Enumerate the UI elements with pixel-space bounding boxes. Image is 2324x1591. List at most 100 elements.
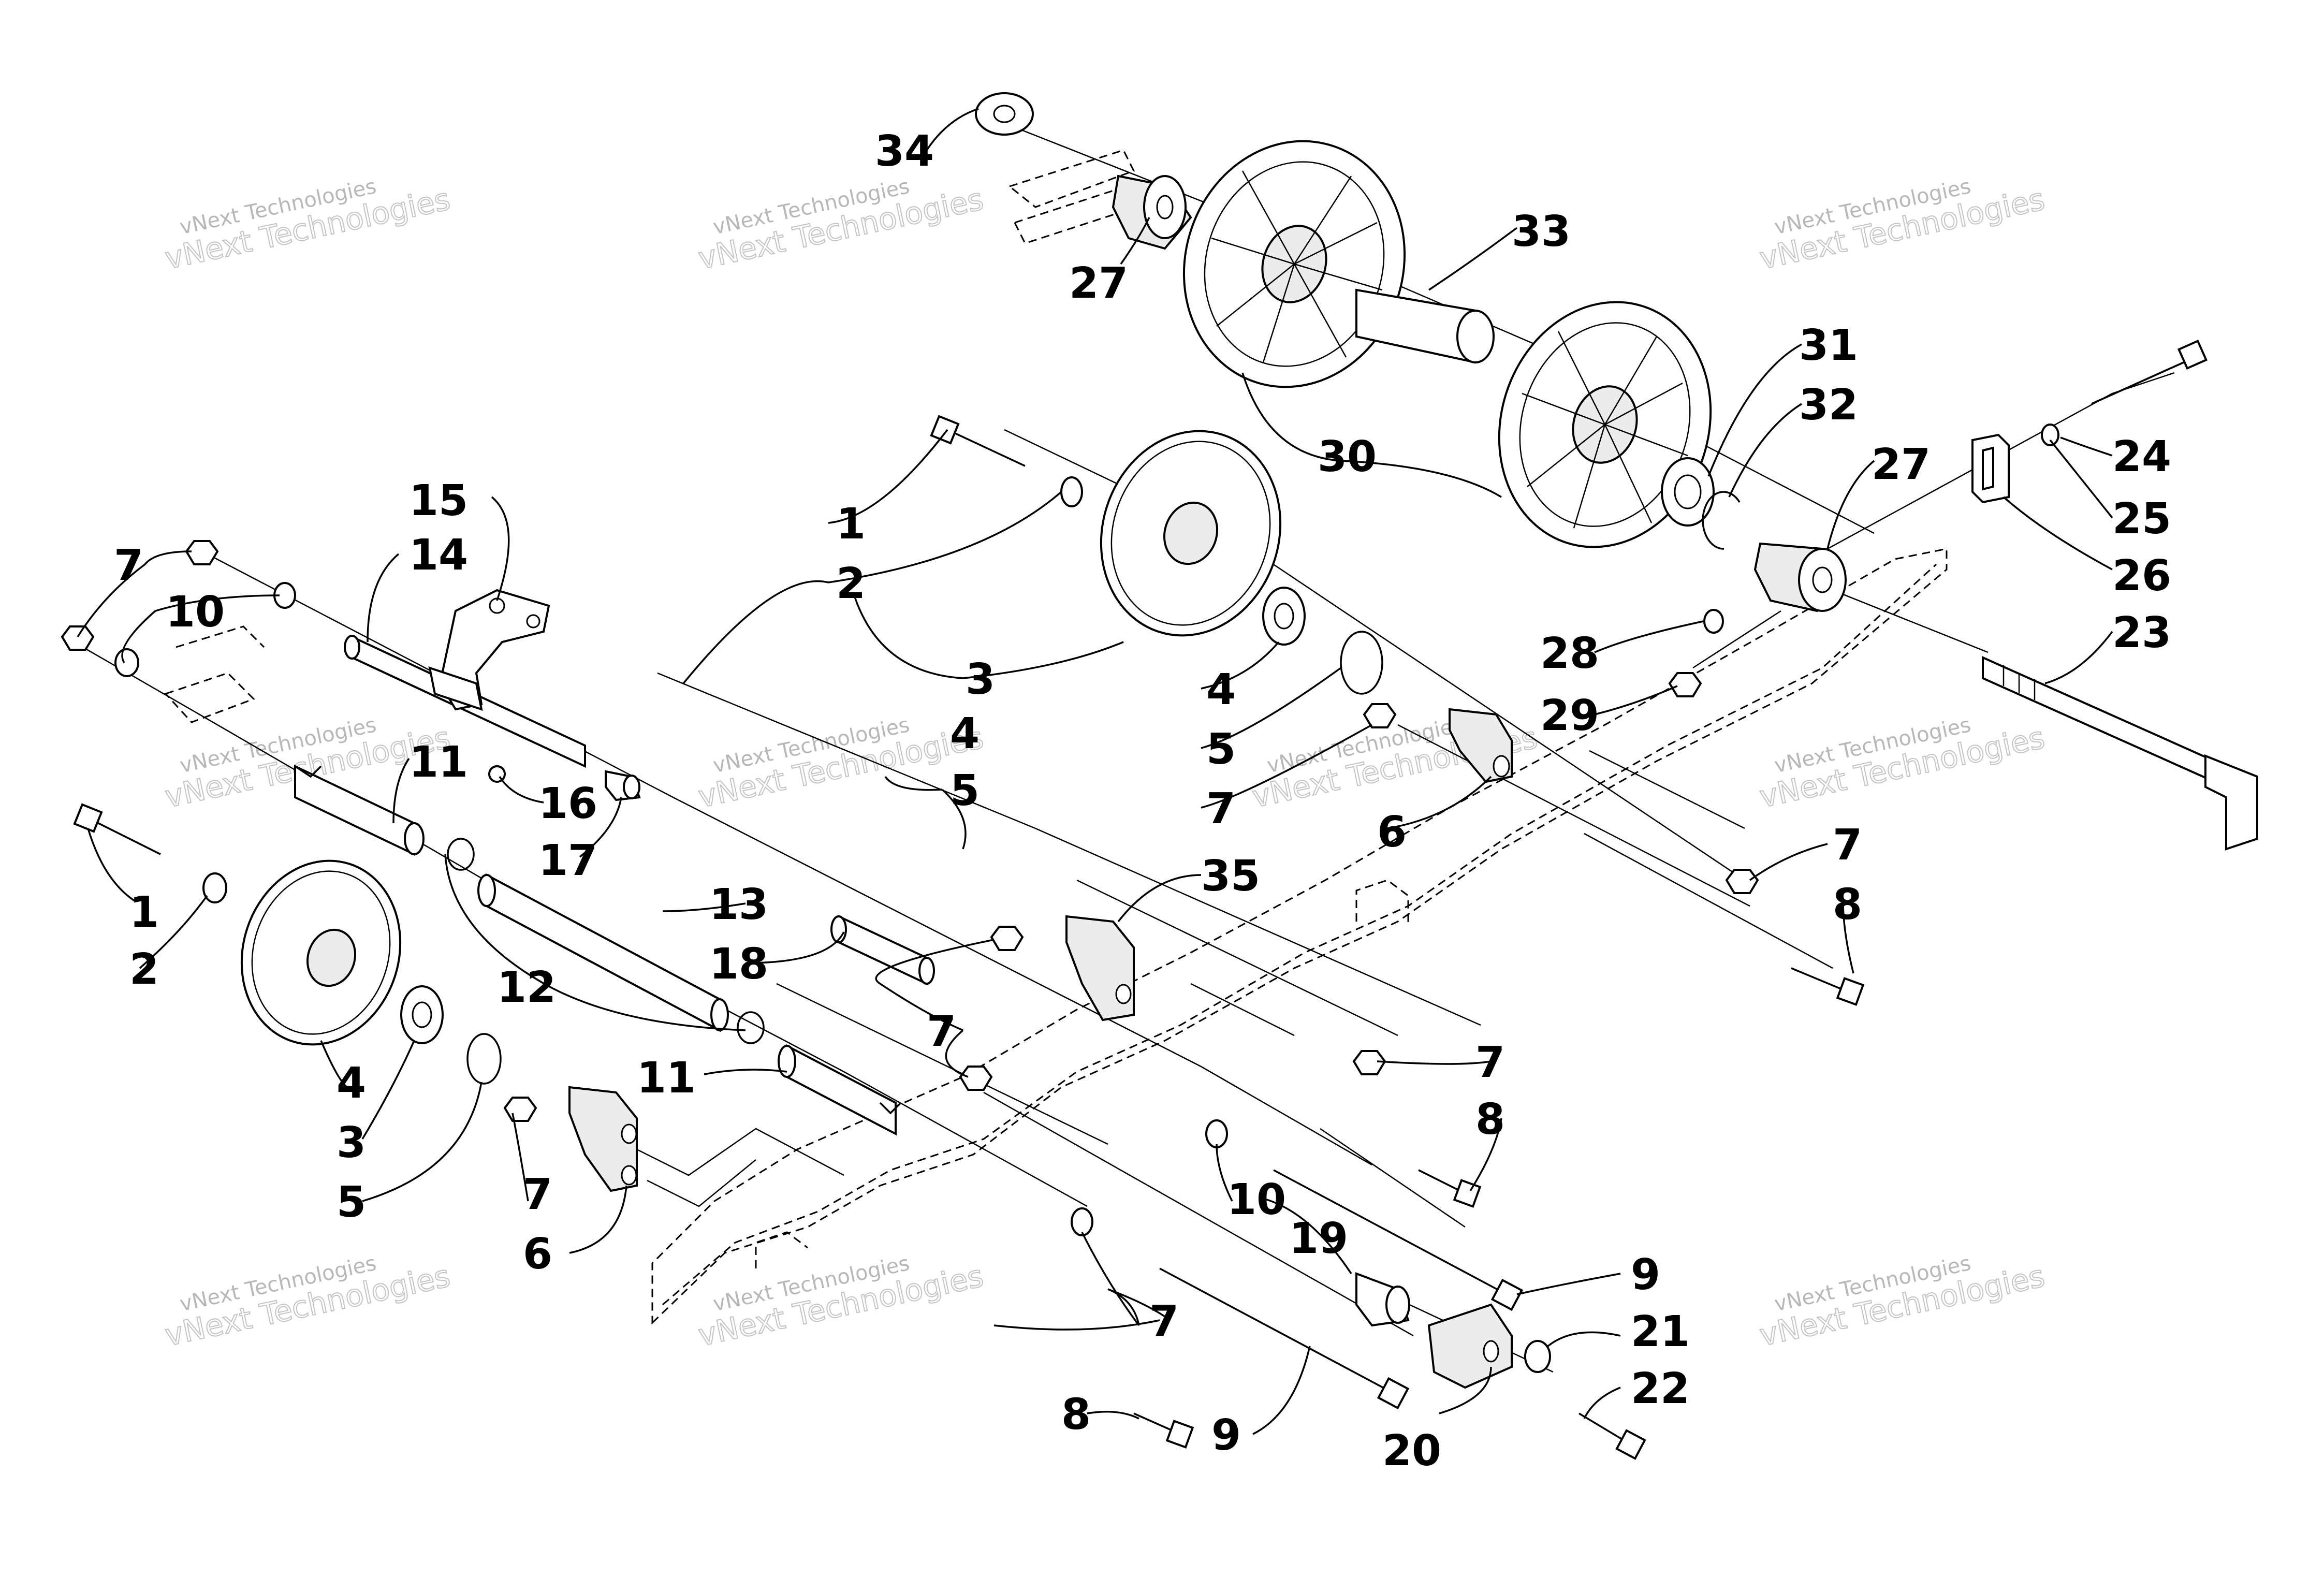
part-27-hub	[1753, 542, 1847, 612]
part-20-block	[1427, 1303, 1513, 1389]
callout-5: 5	[950, 766, 980, 815]
part-7-nut	[1352, 1050, 1386, 1075]
part-24-bolt	[2091, 339, 2208, 405]
parts	[61, 92, 2258, 1460]
callout-3: 3	[966, 655, 995, 704]
part-2-washer-lower	[202, 872, 227, 903]
part-7-nut	[959, 1065, 993, 1091]
part-8-bolt	[1791, 967, 1865, 1006]
part-30-idler-wheel	[1498, 301, 1712, 548]
part-7-nut	[1363, 703, 1397, 728]
part-7-nut	[61, 625, 95, 651]
watermark: vNext Technologies vNext Technologies	[1756, 713, 2048, 815]
part-1-bolt-lower	[73, 803, 161, 855]
callout-14: 14	[409, 531, 468, 580]
part-11-tube-lower	[778, 1044, 902, 1136]
callout-31: 31	[1799, 321, 1858, 370]
part-11-tube-upper	[294, 764, 425, 856]
part-3-wheel-upper	[1100, 430, 1282, 637]
callout-34: 34	[875, 127, 934, 176]
part-5-ring-lower	[466, 1033, 502, 1085]
part-25-washer	[2041, 424, 2059, 446]
part-6-bracket-lower	[568, 1086, 638, 1192]
part-17-bushing	[605, 770, 641, 801]
callout-9: 9	[1211, 1411, 1241, 1460]
part-19-bushing	[1355, 1272, 1410, 1327]
callout-12: 12	[497, 963, 556, 1012]
part-32-snap-ring	[1702, 491, 1741, 550]
leader-lines	[77, 108, 2113, 1435]
callout-13: 13	[709, 880, 768, 929]
callout-5: 5	[337, 1178, 366, 1227]
callout-30: 30	[1318, 432, 1377, 481]
callout-24: 24	[2112, 432, 2171, 481]
callout-2: 2	[836, 559, 866, 608]
callout-29: 29	[1540, 691, 1599, 740]
watermark: vNext Technologies vNext Technologies	[1756, 174, 2048, 276]
callout-11: 11	[409, 738, 468, 787]
callout-3: 3	[337, 1118, 366, 1167]
callout-26: 26	[2112, 551, 2171, 601]
part-5-ring-upper	[1340, 631, 1383, 695]
part-4-bearing-lower	[400, 985, 444, 1044]
callout-33: 33	[1512, 207, 1571, 256]
callout-4: 4	[1206, 665, 1236, 714]
part-33-axle-tube	[1355, 288, 1495, 364]
callout-27: 27	[1872, 440, 1931, 489]
callout-10: 10	[166, 588, 225, 637]
watermark: vNext Technologies vNext Technologies	[695, 713, 987, 815]
callout-7: 7	[1475, 1038, 1505, 1087]
callout-11: 11	[637, 1054, 696, 1103]
watermark: vNext Technologies vNext Technologies	[1756, 1251, 2048, 1353]
callout-7: 7	[927, 1007, 956, 1056]
part-12-ring	[447, 838, 475, 871]
callout-10: 10	[1227, 1175, 1286, 1224]
part-21-washer	[1524, 1340, 1551, 1373]
callout-20: 20	[1382, 1426, 1441, 1476]
callout-32: 32	[1799, 381, 1858, 430]
part-10-washer	[1071, 1207, 1093, 1236]
part-29-nut	[1668, 672, 1702, 697]
slide-rail	[164, 149, 1948, 1325]
callout-labels: 34 27 33 31 32 27 30 24 25 26 23 28 29 1…	[114, 127, 2171, 1476]
part-7-nut	[1725, 869, 1759, 894]
part-26-bracket	[1971, 433, 2010, 504]
part-10-washer	[114, 648, 139, 677]
part-12-ring	[737, 1011, 765, 1044]
part-6-bracket-upper	[1449, 708, 1513, 783]
callout-16: 16	[538, 779, 597, 828]
callout-1: 1	[836, 500, 866, 549]
callout-6: 6	[523, 1230, 552, 1279]
callout-8: 8	[1475, 1095, 1505, 1144]
callout-22: 22	[1631, 1364, 1690, 1413]
part-27-hub	[1112, 174, 1192, 250]
part-2-washer-upper	[1060, 476, 1083, 507]
part-23-axle-shaft	[1982, 655, 2258, 851]
watermark: vNext Technologies vNext Technologies	[162, 174, 454, 276]
callout-7: 7	[114, 541, 143, 590]
part-31-bearing	[1661, 457, 1715, 527]
callout-18: 18	[709, 940, 768, 989]
part-4-bearing-upper	[1262, 587, 1306, 646]
callout-35: 35	[1201, 852, 1260, 901]
callout-7: 7	[1149, 1297, 1179, 1346]
callout-15: 15	[409, 476, 468, 526]
watermark: vNext Technologies vNext Technologies	[695, 1251, 987, 1353]
part-9-long-bolt	[1159, 1267, 1410, 1410]
callout-4: 4	[950, 709, 980, 758]
callout-23: 23	[2112, 608, 2171, 658]
watermark: vNext Technologies vNext Technologies	[695, 174, 987, 276]
part-35-bracket	[1065, 915, 1135, 1021]
callout-9: 9	[1631, 1250, 1660, 1300]
part-34-washer	[975, 92, 1034, 136]
callout-7: 7	[1206, 784, 1236, 834]
callout-17: 17	[538, 836, 597, 885]
part-9-long-bolt	[1273, 1169, 1524, 1311]
part-10-washer	[1205, 1119, 1228, 1148]
callout-5: 5	[1206, 725, 1236, 774]
callout-7: 7	[1833, 821, 1862, 870]
part-28-washer	[1703, 609, 1724, 634]
part-33-idler-wheel	[1182, 140, 1406, 388]
part-3-wheel-lower	[240, 859, 402, 1046]
